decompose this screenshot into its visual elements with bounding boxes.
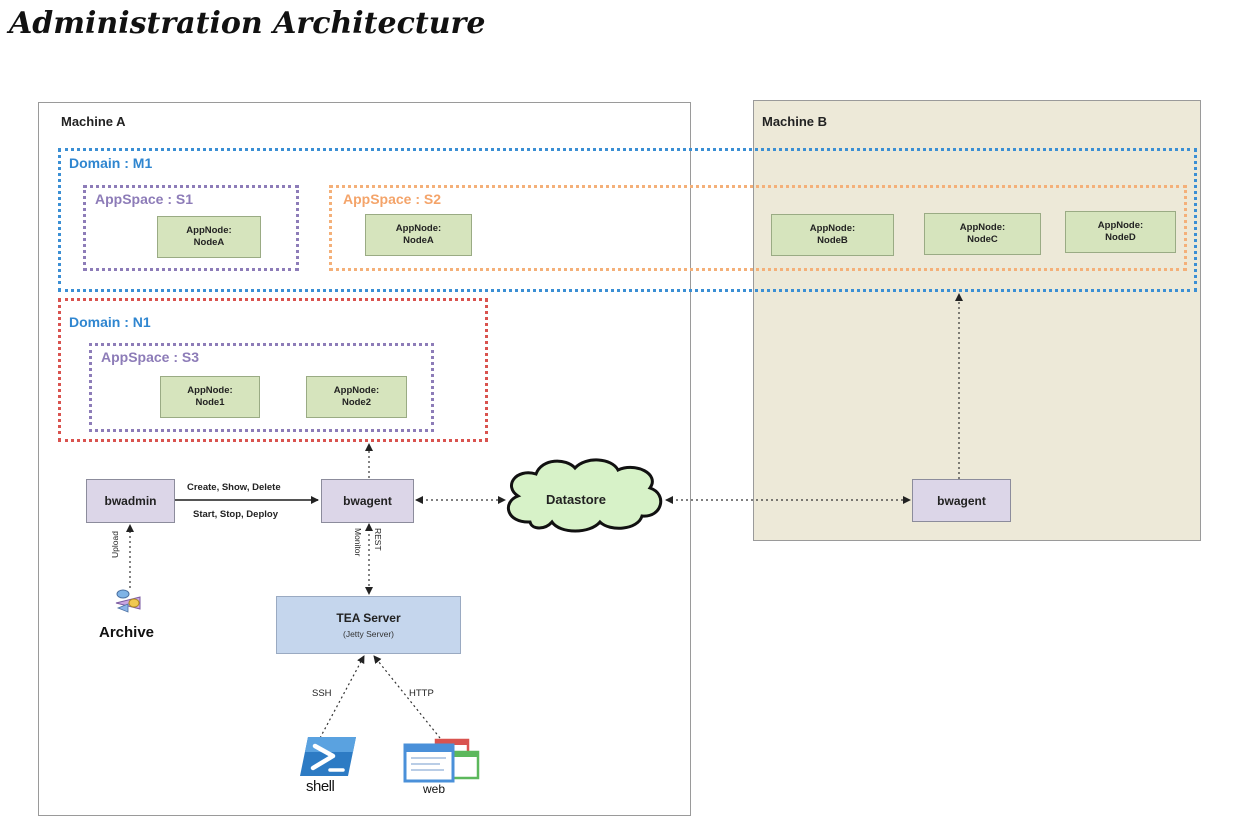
appnode-noded[interactable]: AppNode:NodeD — [1065, 211, 1176, 253]
appspace-s1-label: AppSpace : S1 — [95, 191, 194, 207]
domain-n1-label: Domain : N1 — [69, 314, 151, 330]
web-icon — [403, 738, 480, 783]
appnode-name: Node1 — [195, 397, 225, 408]
archive-icon — [115, 589, 141, 613]
bwadmin-box[interactable]: bwadmin — [86, 479, 175, 523]
appspace-s2-region — [329, 185, 1187, 271]
appnode-name: NodeD — [1105, 232, 1136, 243]
appnode-node2[interactable]: AppNode:Node2 — [306, 376, 407, 418]
datastore-label: Datastore — [546, 492, 606, 507]
appnode-name: NodeB — [817, 235, 848, 246]
appnode-s1-nodea[interactable]: AppNode:NodeA — [157, 216, 261, 258]
machine-b-label: Machine B — [762, 114, 828, 129]
shell-icon — [300, 737, 356, 776]
appspace-s3-label: AppSpace : S3 — [101, 349, 200, 365]
appnode-prefix: AppNode: — [187, 385, 233, 396]
appnode-nodec[interactable]: AppNode:NodeC — [924, 213, 1041, 255]
rest-text: REST — [373, 528, 383, 551]
machine-b-box — [753, 100, 1201, 541]
appnode-name: NodeA — [193, 237, 225, 248]
domain-m1-region — [58, 148, 1197, 292]
shell-label: shell — [306, 778, 335, 795]
appnode-nodeb[interactable]: AppNode:NodeB — [771, 214, 894, 256]
commands-top-label: Create, Show, Delete — [187, 482, 281, 493]
bwagent-b-label: bwagent — [937, 493, 986, 508]
bwagent-a-box[interactable]: bwagent — [321, 479, 414, 523]
appnode-prefix: AppNode: — [1097, 220, 1144, 231]
appnode-node1[interactable]: AppNode:Node1 — [160, 376, 260, 418]
tea-server-title: TEA Server — [336, 611, 401, 625]
machine-a-label: Machine A — [61, 114, 126, 129]
monitor-text: Monitor — [353, 528, 363, 557]
appnode-prefix: AppNode: — [333, 385, 380, 396]
bwagent-a-label: bwagent — [343, 494, 392, 508]
appnode-name: Node2 — [341, 397, 372, 408]
bwagent-b-box[interactable]: bwagent — [912, 479, 1011, 522]
machine-a-box — [38, 102, 691, 816]
web-label: web — [423, 782, 446, 796]
ssh-label: SSH — [312, 688, 332, 699]
appnode-prefix: AppNode: — [395, 223, 442, 234]
appnode-name: NodeA — [403, 235, 434, 246]
archive-label: Archive — [99, 624, 155, 641]
domain-m1-label: Domain : M1 — [69, 155, 153, 171]
appspace-s1-region — [83, 185, 299, 271]
datastore-cloud-shape — [506, 458, 663, 533]
appnode-s2-nodea[interactable]: AppNode:NodeA — [365, 214, 472, 256]
appspace-s2-label: AppSpace : S2 — [343, 191, 442, 207]
tea-server-subtitle: (Jetty Server) — [342, 629, 394, 639]
shell-ssh-arrow — [319, 655, 365, 739]
upload-text: Upload — [110, 531, 120, 558]
page-title: Administration Architecture — [9, 6, 486, 41]
commands-bottom-label: Start, Stop, Deploy — [193, 509, 278, 520]
domain-n1-region — [58, 298, 488, 442]
appnode-name: NodeC — [967, 234, 998, 245]
tea-server-box[interactable]: TEA Server (Jetty Server) — [276, 596, 461, 654]
bwadmin-label: bwadmin — [104, 494, 157, 508]
appnode-prefix: AppNode: — [809, 223, 856, 234]
appnode-prefix: AppNode: — [959, 222, 1006, 233]
http-label: HTTP — [409, 688, 434, 699]
appnode-prefix: AppNode: — [186, 225, 232, 236]
appspace-s3-region — [89, 343, 434, 432]
